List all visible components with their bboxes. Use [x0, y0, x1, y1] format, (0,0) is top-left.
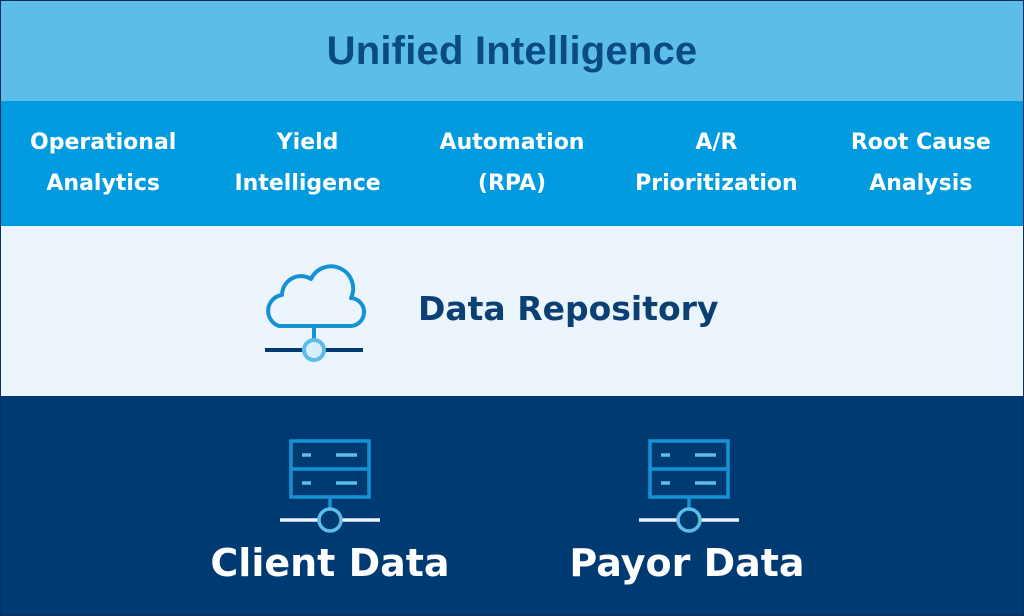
- data-repository-label: Data Repository: [418, 289, 719, 328]
- capabilities-band: Operational Analytics Yield Intelligence…: [1, 101, 1023, 226]
- server-network-icon: [639, 439, 739, 533]
- diagram-title: Unified Intelligence: [326, 28, 698, 73]
- data-sources-band: [1, 396, 1023, 615]
- capability-ar-prioritization: A/R Prioritization: [614, 101, 818, 226]
- capability-operational-analytics: Operational Analytics: [1, 101, 205, 226]
- cloud-shape: [266, 264, 367, 329]
- capability-root-cause-analysis: Root Cause Analysis: [819, 101, 1023, 226]
- capability-label: A/R Prioritization: [635, 129, 798, 196]
- network-node: [676, 507, 702, 533]
- cloud-network-icon: [265, 264, 367, 362]
- capability-label: Operational Analytics: [30, 129, 177, 196]
- unified-intelligence-band: Unified Intelligence: [1, 1, 1023, 101]
- capability-label: Automation (RPA): [439, 129, 585, 196]
- payor-data-label: Payor Data: [569, 541, 805, 585]
- capability-automation-rpa: Automation (RPA): [410, 101, 614, 226]
- network-node: [317, 507, 343, 533]
- capability-label: Yield Intelligence: [234, 129, 381, 196]
- capability-label: Root Cause Analysis: [850, 129, 991, 196]
- client-data-label: Client Data: [210, 541, 450, 585]
- network-node: [302, 338, 326, 362]
- capability-yield-intelligence: Yield Intelligence: [205, 101, 409, 226]
- data-repository-band: [1, 226, 1023, 396]
- server-network-icon: [280, 439, 380, 533]
